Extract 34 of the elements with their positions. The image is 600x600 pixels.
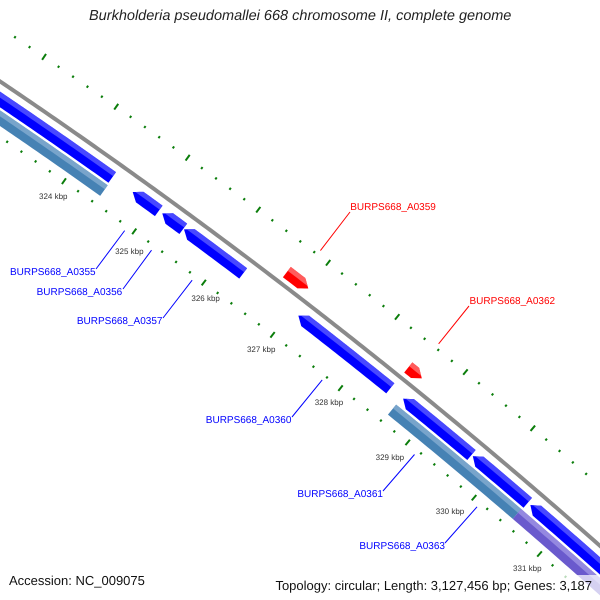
scale-label: 329 kbp	[376, 452, 404, 462]
leader-line	[444, 506, 478, 544]
scale-label: 328 kbp	[314, 398, 344, 408]
gene-feature	[404, 362, 422, 378]
scale-label: 330 kbp	[436, 506, 464, 516]
gene-feature	[298, 316, 394, 394]
gene-label: BURPS668_A0363	[359, 541, 445, 553]
leader-line	[122, 250, 152, 290]
gene-label: BURPS668_A0360	[206, 415, 292, 427]
scale-label: 327 kbp	[246, 345, 276, 355]
scale-label: 331 kbp	[513, 564, 542, 573]
leader-line	[438, 306, 470, 344]
gene-feature	[472, 456, 532, 508]
gene-label: BURPS668_A0356	[36, 286, 122, 298]
gene-feature	[282, 266, 308, 289]
gene-feature	[132, 192, 163, 216]
gene-label: BURPS668_A0361	[297, 489, 383, 501]
gene-label: BURPS668_A0355	[10, 267, 96, 279]
leader-line	[96, 230, 126, 270]
gene-feature	[184, 229, 248, 279]
leader-line	[162, 280, 193, 318]
leader-line	[382, 454, 415, 492]
map-title: Burkholderia pseudomallei 668 chromosome II, complete genome	[89, 8, 512, 25]
leader-line	[320, 212, 350, 252]
scale-label: 325 kbp	[115, 247, 144, 256]
scale-label: 324 kbp	[39, 192, 68, 202]
gene-feature	[162, 213, 188, 234]
leader-line	[292, 379, 323, 418]
gene-feature	[530, 505, 600, 575]
scale-label: 326 kbp	[191, 294, 220, 304]
accession-text: Accession: NC_009075	[9, 574, 145, 589]
gene-label: BURPS668_A0359	[350, 202, 436, 214]
gene-label: BURPS668_A0357	[76, 316, 162, 328]
gene-label: BURPS668_A0362	[469, 296, 556, 308]
